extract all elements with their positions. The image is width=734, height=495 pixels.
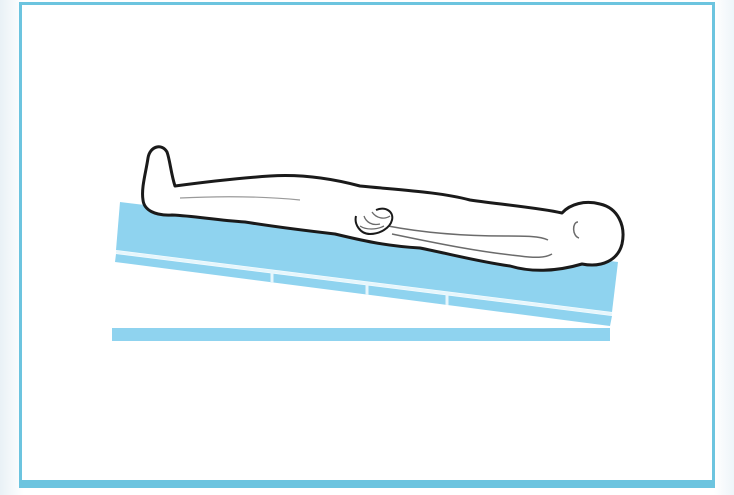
floor-bar: [112, 328, 610, 341]
